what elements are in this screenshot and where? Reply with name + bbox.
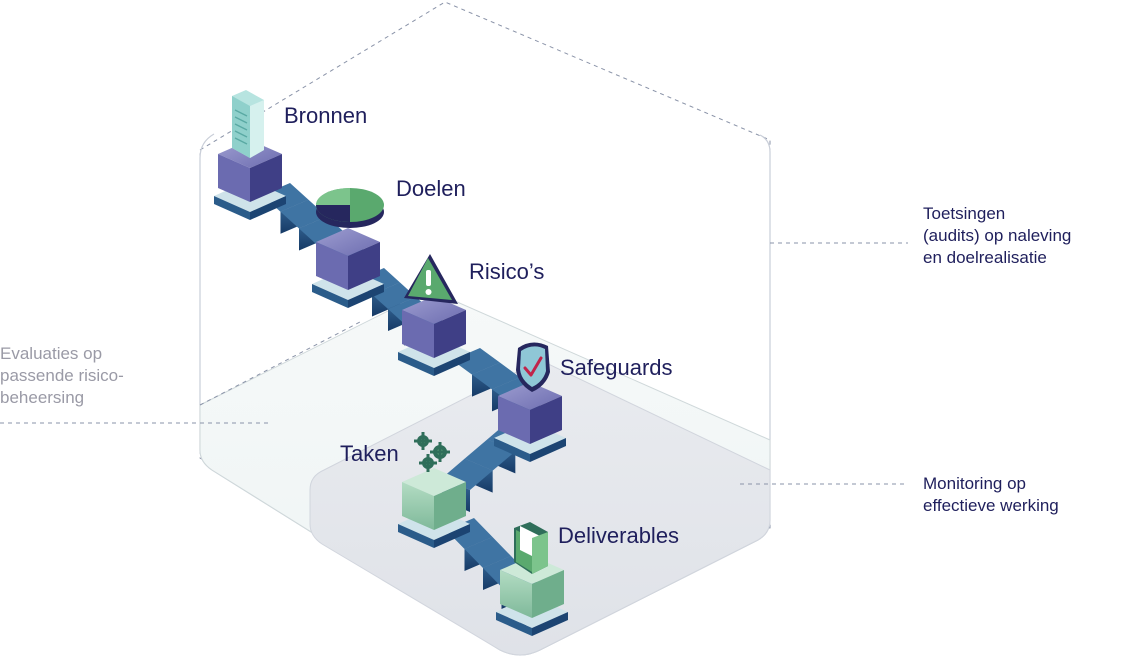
evaluation-edge-dash [199,321,361,406]
stair-tread [452,348,500,375]
annotation-evaluaties: Evaluaties op passende risico- beheersin… [0,344,124,407]
step-label-deliverables: Deliverables [558,523,680,548]
annotation-audits: Toetsingen (audits) op naleving en doelr… [923,204,1072,267]
warning-triangle-icon [404,254,458,304]
step-block [494,382,566,462]
stair-tread [472,362,520,390]
step-label-bronnen: Bronnen [284,103,368,128]
gears-icon [414,432,450,472]
step-label-risicos: Risico’s [469,259,545,284]
step-label-safeguards: Safeguards [560,355,673,380]
outer-outline [199,1,771,656]
stair-tread [464,537,511,568]
stair-tread [372,282,416,309]
step-label-doelen: Doelen [396,176,466,201]
shield-check-icon [516,342,550,392]
step-block [398,468,470,548]
document-icon [232,90,264,158]
annotation-monitoring: Monitoring op effectieve werking [923,474,1059,515]
folder-icon [514,522,548,574]
step-label-taken: Taken [340,441,399,466]
stair-tread [280,199,327,229]
step-block [312,228,384,308]
step-blocks [214,140,568,636]
monitoring-plane [309,359,771,656]
pie-chart-icon [316,188,384,228]
step-block [398,296,470,376]
